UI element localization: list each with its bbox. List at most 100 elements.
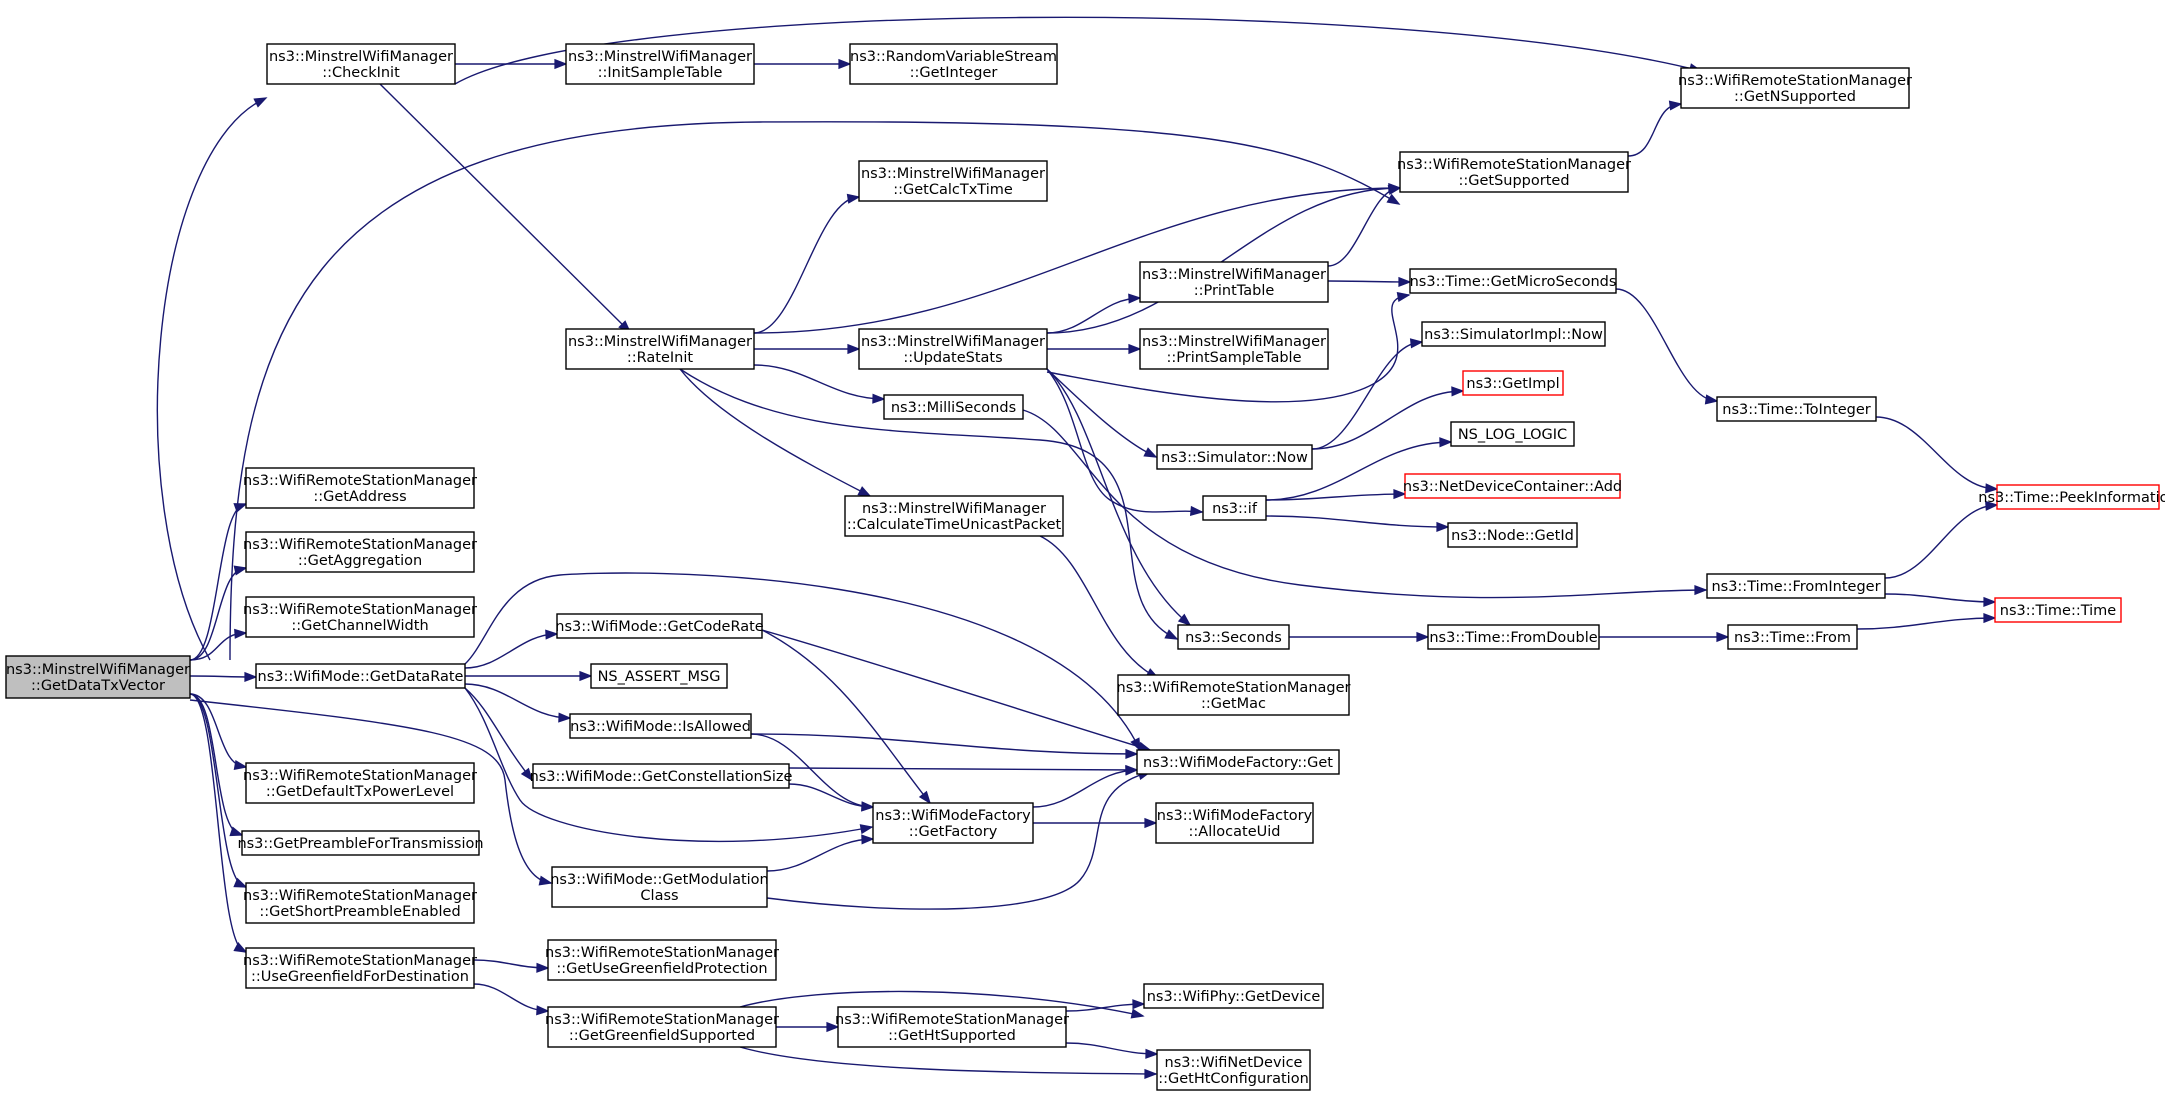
node-getmicroseconds[interactable]: ns3::Time::GetMicroSeconds [1409, 268, 1617, 294]
node-initsample[interactable]: ns3::MinstrelWifiManager::InitSampleTabl… [565, 43, 755, 85]
edge-updatestats-to-simulatornow [1046, 368, 1158, 458]
node-milliseconds[interactable]: ns3::MilliSeconds [883, 394, 1024, 420]
node-getaddress[interactable]: ns3::WifiRemoteStationManager::GetAddres… [243, 467, 477, 509]
node-getimpl[interactable]: ns3::GetImpl [1462, 370, 1564, 396]
node-getsupported[interactable]: ns3::WifiRemoteStationManager::GetSuppor… [1397, 151, 1631, 193]
node-getpreamble[interactable]: ns3::GetPreambleForTransmission [237, 830, 484, 856]
node-label: ns3::WifiRemoteStationManager [243, 537, 477, 553]
node-box [1996, 484, 2160, 510]
node-printsampletable[interactable]: ns3::MinstrelWifiManager::PrintSampleTab… [1139, 328, 1329, 370]
node-label: ns3::Node::GetId [1451, 528, 1574, 544]
node-peekinfo[interactable]: ns3::Time::PeekInformation [1978, 484, 2165, 510]
edge-line [1065, 1003, 1145, 1012]
node-calctimeunicast[interactable]: ns3::MinstrelWifiManager::CalculateTimeU… [844, 495, 1064, 537]
node-label: ns3::RandomVariableStream [850, 49, 1057, 65]
node-gethtconfig[interactable]: ns3::WifiNetDevice::GetHtConfiguration [1156, 1049, 1311, 1091]
arrowhead [1985, 500, 1999, 511]
edge-line [379, 83, 631, 333]
node-nslogic[interactable]: NS_LOG_LOGIC [1450, 421, 1575, 447]
arrowhead [234, 628, 248, 639]
node-getaggregation[interactable]: ns3::WifiRemoteStationManager::GetAggreg… [243, 531, 477, 573]
node-nsif[interactable]: ns3::if [1202, 495, 1267, 521]
node-nsassert[interactable]: NS_ASSERT_MSG [590, 663, 728, 689]
node-timetime[interactable]: ns3::Time::Time [1994, 597, 2122, 623]
node-timetointeger[interactable]: ns3::Time::ToInteger [1716, 396, 1877, 422]
node-getusegreenfieldprot[interactable]: ns3::WifiRemoteStationManager::GetUseGre… [545, 939, 779, 981]
node-getmac[interactable]: ns3::WifiRemoteStationManager::GetMac [1117, 674, 1351, 716]
arrowhead [859, 824, 874, 835]
node-factoryget[interactable]: ns3::WifiModeFactory::Get [1136, 749, 1340, 775]
node-timefrominteger[interactable]: ns3::Time::FromInteger [1706, 573, 1886, 599]
arrowhead [1694, 584, 1708, 596]
node-getgreenfieldsupported[interactable]: ns3::WifiRemoteStationManager::GetGreenf… [545, 1006, 779, 1048]
node-simulatornow[interactable]: ns3::Simulator::Now [1156, 444, 1313, 470]
node-getshortpreamble[interactable]: ns3::WifiRemoteStationManager::GetShortP… [243, 882, 477, 924]
node-getcoderate[interactable]: ns3::WifiMode::GetCodeRate [555, 613, 764, 639]
edge-line [1022, 409, 1707, 599]
node-nodegetid[interactable]: ns3::Node::GetId [1447, 522, 1578, 548]
node-label: ::GetDataTxVector [31, 678, 165, 694]
edge-calctimeunicast-to-getmac [1039, 535, 1160, 679]
node-isallowed[interactable]: ns3::WifiMode::IsAllowed [569, 713, 752, 739]
arrowhead [861, 801, 875, 812]
node-timefrom[interactable]: ns3::Time::From [1727, 624, 1858, 650]
node-seconds[interactable]: ns3::Seconds [1177, 624, 1290, 650]
node-getinteger[interactable]: ns3::RandomVariableStream::GetInteger [849, 43, 1058, 85]
node-label: ::UseGreenfieldForDestination [251, 969, 469, 985]
node-getchannelwidth[interactable]: ns3::WifiRemoteStationManager::GetChanne… [243, 596, 477, 638]
node-gethtsupported[interactable]: ns3::WifiRemoteStationManager::GetHtSupp… [835, 1006, 1069, 1048]
edge-line [464, 687, 533, 781]
node-simimplnow[interactable]: ns3::SimulatorImpl::Now [1421, 321, 1606, 347]
node-usegreenfield[interactable]: ns3::WifiRemoteStationManager::UseGreenf… [243, 947, 477, 989]
node-box [241, 830, 480, 856]
node-box [245, 762, 475, 804]
node-box [556, 613, 763, 639]
arrowhead [1398, 276, 1412, 288]
edge-line [229, 121, 1400, 661]
node-ndcadd[interactable]: ns3::NetDeviceContainer::Add [1403, 473, 1622, 499]
edge-nsif-to-nodegetid [1265, 515, 1450, 533]
node-label: ns3::WifiRemoteStationManager [545, 1012, 779, 1028]
node-label: ns3::if [1212, 501, 1258, 517]
edge-root-to-getdefaulttxpower [189, 693, 248, 770]
edge-line [766, 771, 1151, 910]
edge-root-to-getpreamble [189, 693, 244, 837]
node-printtable[interactable]: ns3::MinstrelWifiManager::PrintTable [1139, 261, 1329, 303]
node-label: ::GetUseGreenfieldProtection [556, 961, 767, 977]
arrowhead [233, 503, 248, 513]
node-getconstsize[interactable]: ns3::WifiMode::GetConstellationSize [530, 763, 793, 789]
arrowhead [1983, 596, 1997, 607]
edge-getdatarate-to-getcoderate [464, 629, 559, 669]
edge-line [464, 633, 558, 669]
node-label: ::CalculateTimeUnicastPacket [847, 517, 1062, 533]
node-timefromdouble[interactable]: ns3::Time::FromDouble [1427, 624, 1600, 650]
node-checkinit[interactable]: ns3::MinstrelWifiManager::CheckInit [266, 43, 456, 85]
arrowhead [1144, 817, 1158, 829]
node-getdefaulttxpower[interactable]: ns3::WifiRemoteStationManager::GetDefaul… [243, 762, 477, 804]
node-box [547, 1006, 777, 1048]
arrowhead [1177, 613, 1192, 627]
node-box [1177, 624, 1290, 650]
edge-rateinit-to-milliseconds [753, 364, 886, 404]
edge-line [1875, 416, 1998, 490]
node-rateinit[interactable]: ns3::MinstrelWifiManager::RateInit [565, 328, 755, 370]
edge-getfactory-to-allocateuid [1032, 817, 1158, 829]
edge-isallowed-to-factoryget [750, 733, 1139, 760]
arrowhead [1387, 185, 1402, 196]
edge-usegreenfield-to-getusegreenfieldprot [473, 959, 550, 973]
node-phygetdevice[interactable]: ns3::WifiPhy::GetDevice [1143, 983, 1324, 1009]
node-allocateuid[interactable]: ns3::WifiModeFactory::AllocateUid [1155, 802, 1314, 844]
node-box [1404, 473, 1621, 499]
node-updatestats[interactable]: ns3::MinstrelWifiManager::UpdateStats [858, 328, 1048, 370]
node-getnsupported[interactable]: ns3::WifiRemoteStationManager::GetNSuppo… [1678, 67, 1912, 109]
node-getdatarate[interactable]: ns3::WifiMode::GetDataRate [255, 663, 466, 689]
node-label: ns3::WifiRemoteStationManager [243, 888, 477, 904]
node-label: ns3::WifiModeFactory::Get [1143, 755, 1333, 771]
edge-line [753, 364, 885, 400]
node-getfactory[interactable]: ns3::WifiModeFactory::GetFactory [872, 802, 1034, 844]
node-label: ns3::WifiRemoteStationManager [243, 768, 477, 784]
node-label: ns3::WifiMode::GetCodeRate [555, 619, 763, 635]
node-getcalctxtime[interactable]: ns3::MinstrelWifiManager::GetCalcTxTime [858, 160, 1048, 202]
node-box [872, 802, 1034, 844]
